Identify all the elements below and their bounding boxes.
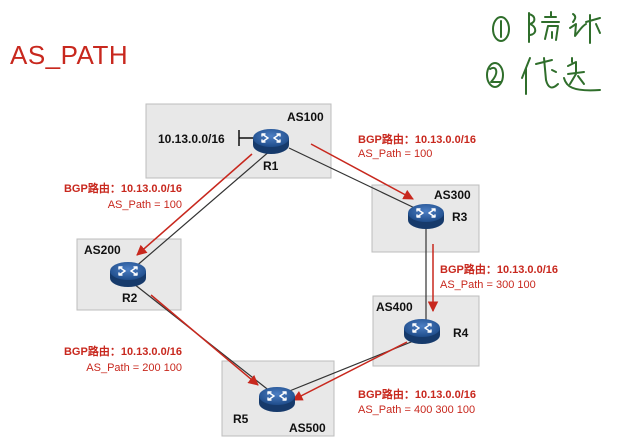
page-title: AS_PATH [10,40,129,70]
advert-arrows [136,143,439,401]
advert-r4-r5-route: BGP路由：10.13.0.0/16 [358,387,476,401]
advert-arrow-r1-r3 [310,143,414,200]
advert-arrow-r2-r5 [150,294,259,386]
as100-label: AS100 [287,110,324,124]
router-r3-icon[interactable] [407,203,445,230]
advert-r2-r5-route: BGP路由：10.13.0.0/16 [64,344,182,358]
advert-r1-r3-route: BGP路由：10.13.0.0/16 [358,132,476,146]
as400-label: AS400 [376,300,413,314]
as500-label: AS500 [289,421,326,435]
router-r2-icon[interactable] [109,261,147,288]
advert-r2-r5-aspath: AS_Path = 200 100 [86,362,182,374]
advert-r3-r4-aspath: AS_Path = 300 100 [440,279,536,291]
router-r3-label: R3 [452,210,468,224]
router-r1-icon[interactable] [252,128,290,155]
router-r5-label: R5 [233,412,249,426]
prefix-label: 10.13.0.0/16 [158,132,225,146]
advert-r1-r3-aspath: AS_Path = 100 [358,148,432,160]
advert-arrow-r4-r5 [292,341,408,401]
advert-r3-r4-route: BGP路由：10.13.0.0/16 [440,262,558,276]
router-r2-label: R2 [122,291,138,305]
prefix-stub [238,130,255,146]
as300-label: AS300 [434,188,471,202]
handwritten-note-2 [486,57,601,95]
router-r4-label: R4 [453,326,469,340]
router-r5-icon[interactable] [258,386,296,413]
router-r1-label: R1 [263,159,279,173]
link-r1-r3 [288,147,422,212]
link-r1-r2 [133,149,272,269]
advert-r4-r5-aspath: AS_Path = 400 300 100 [358,404,475,416]
advert-arrow-r1-r2 [136,153,253,256]
advert-r1-r2-aspath: AS_Path = 100 [108,199,182,211]
as200-label: AS200 [84,243,121,257]
handwritten-note-1 [492,11,601,44]
advert-r1-r2-route: BGP路由：10.13.0.0/16 [64,181,182,195]
router-r4-icon[interactable] [403,318,441,345]
